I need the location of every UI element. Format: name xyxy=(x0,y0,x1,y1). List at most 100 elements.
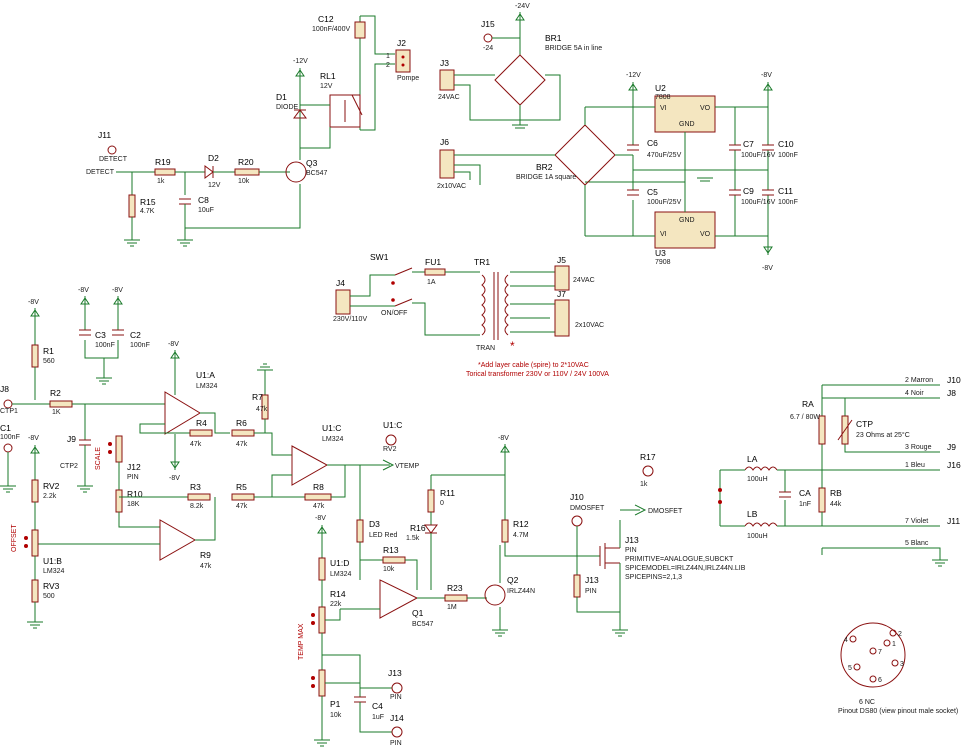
c7-ref: C7 xyxy=(743,139,754,149)
j3-value: 24VAC xyxy=(438,94,460,101)
resistor-r20 xyxy=(234,168,260,176)
connector-j3 xyxy=(439,69,455,91)
r3-value: 18K xyxy=(127,501,140,508)
r2-value: 1K xyxy=(52,409,61,416)
u1d-value: BC547 xyxy=(412,621,434,628)
rail-m8-u1a-neg: -8V xyxy=(169,475,180,482)
rail-m8-r17: -8V xyxy=(498,435,509,442)
resistor-r14 xyxy=(444,594,468,602)
d3-ref: R16 xyxy=(410,523,426,533)
c5-value: 100uF/25V xyxy=(647,199,682,206)
c11-value: 100nF xyxy=(778,199,798,206)
connector-j10 xyxy=(642,465,654,477)
j5-ref: J5 xyxy=(557,255,566,265)
resistor-r16 xyxy=(427,489,435,513)
connector-j6 xyxy=(439,149,455,179)
r13-value: LED Red xyxy=(369,532,398,539)
din-title: 6 NC xyxy=(859,699,875,706)
connector-j11 xyxy=(107,145,117,155)
note-line-1: *Add layer cable (spire) to 2*10VAC xyxy=(478,362,589,369)
capacitor-ca xyxy=(779,491,791,498)
resistor-r23 xyxy=(573,574,581,598)
r19-value: 1k xyxy=(157,178,165,185)
c8-ref: C8 xyxy=(198,195,209,205)
j4-value: 230V/110V xyxy=(333,316,367,323)
connector-j12 xyxy=(385,434,397,446)
r17-value: 4.7M xyxy=(513,532,529,539)
dmosfet-net-label: DMOSFET xyxy=(648,508,683,515)
r11-ref: RV3 xyxy=(43,581,60,591)
p1-ref: P1 xyxy=(330,699,341,709)
d1-value: DIODE xyxy=(276,104,299,111)
c11-ref: C11 xyxy=(778,186,793,196)
j15-ref: J15 xyxy=(481,19,495,29)
fuse-fu1 xyxy=(424,268,446,276)
resistor-r6 xyxy=(231,429,255,437)
u3-vo: VO xyxy=(700,231,711,238)
c2-ref: C2 xyxy=(130,330,141,340)
svg-text:*: * xyxy=(510,339,515,353)
u2-vi: VI xyxy=(660,105,667,112)
u1a-ref: U1:A xyxy=(196,370,215,380)
r9-value: 47k xyxy=(313,503,325,510)
capacitor-c4 xyxy=(354,696,366,703)
r15-value: 4.7K xyxy=(140,208,155,215)
din-pin xyxy=(883,639,891,647)
pot-rv2 xyxy=(115,435,123,463)
din-pin-label: 3 xyxy=(900,661,904,668)
resistor-r19 xyxy=(154,168,176,176)
resistor-r8 xyxy=(231,493,255,501)
offset-label: OFFSET xyxy=(11,524,18,552)
j4-ref: J4 xyxy=(336,278,345,288)
din-pin xyxy=(853,663,861,671)
opamp-u1a xyxy=(164,391,201,435)
inductors-la-lb xyxy=(744,466,778,527)
cable-connector-ref: J16 xyxy=(947,460,961,470)
c4-value: 1uF xyxy=(372,714,384,721)
bridge-br1 xyxy=(494,54,546,106)
c9-value: 100uF/16V xyxy=(741,199,776,206)
p1-value: 10k xyxy=(330,712,342,719)
mosfet-section: R17 1k DMOSFET J10 DMOSFET J13 PIN J13 P… xyxy=(570,452,746,637)
connector-j13 xyxy=(391,682,403,694)
rv3-value: LM324 xyxy=(43,568,65,575)
r10-ref: RV2 xyxy=(43,481,60,491)
r8-ref: R5 xyxy=(236,482,247,492)
d3-value: 1.5k xyxy=(406,535,420,542)
d2-ref: D2 xyxy=(208,153,219,163)
u1a-value: LM324 xyxy=(196,383,218,390)
u3-vi: VI xyxy=(660,231,667,238)
rail-m8-r10: -8V xyxy=(28,435,39,442)
q3-ref: Q3 xyxy=(306,158,318,168)
u1c-value: LM324 xyxy=(322,436,344,443)
switch-sw1 xyxy=(394,267,413,307)
cable-connector-ref: J11 xyxy=(947,516,960,526)
connector-j8 xyxy=(3,399,13,409)
r10-value: 2.2k xyxy=(43,493,57,500)
rv2-ref: J12 xyxy=(127,462,141,472)
r18-ref: U1:D xyxy=(330,558,349,568)
connector-j15 xyxy=(483,33,493,43)
resistor-r9 xyxy=(304,493,332,501)
c7-value: 100uF/16V xyxy=(741,152,776,159)
rail-m8-top: -8V xyxy=(761,72,772,79)
r6-ref: R6 xyxy=(236,418,247,428)
q2-spicepins: SPICEPINS=2,1,3 xyxy=(625,574,682,581)
connector-j2 xyxy=(395,49,411,73)
u3-gnd: GND xyxy=(679,217,695,224)
din-pin-label: 1 xyxy=(892,641,896,648)
input-amp-section: -8V R1 560 -8V -8V C3 100nF C2 100nF J8 … xyxy=(0,287,255,528)
c5-ref: C5 xyxy=(647,187,658,197)
din-pin-label: 7 xyxy=(878,649,882,656)
c3-ref: C3 xyxy=(95,330,106,340)
led-d3 xyxy=(424,524,438,534)
mains-section: J4 230V/110V SW1 ON/OFF FU1 1A TR1 TRAN … xyxy=(333,252,609,378)
rail-m8-c2: -8V xyxy=(112,287,123,294)
pot-rv3 xyxy=(31,529,39,557)
connector-j7 xyxy=(554,299,570,337)
pot-rv4 xyxy=(318,606,326,634)
j8-value: CTP1 xyxy=(0,408,18,415)
cable-wire-label: 2 Marron xyxy=(905,377,933,384)
r19-ref: R19 xyxy=(155,157,171,167)
